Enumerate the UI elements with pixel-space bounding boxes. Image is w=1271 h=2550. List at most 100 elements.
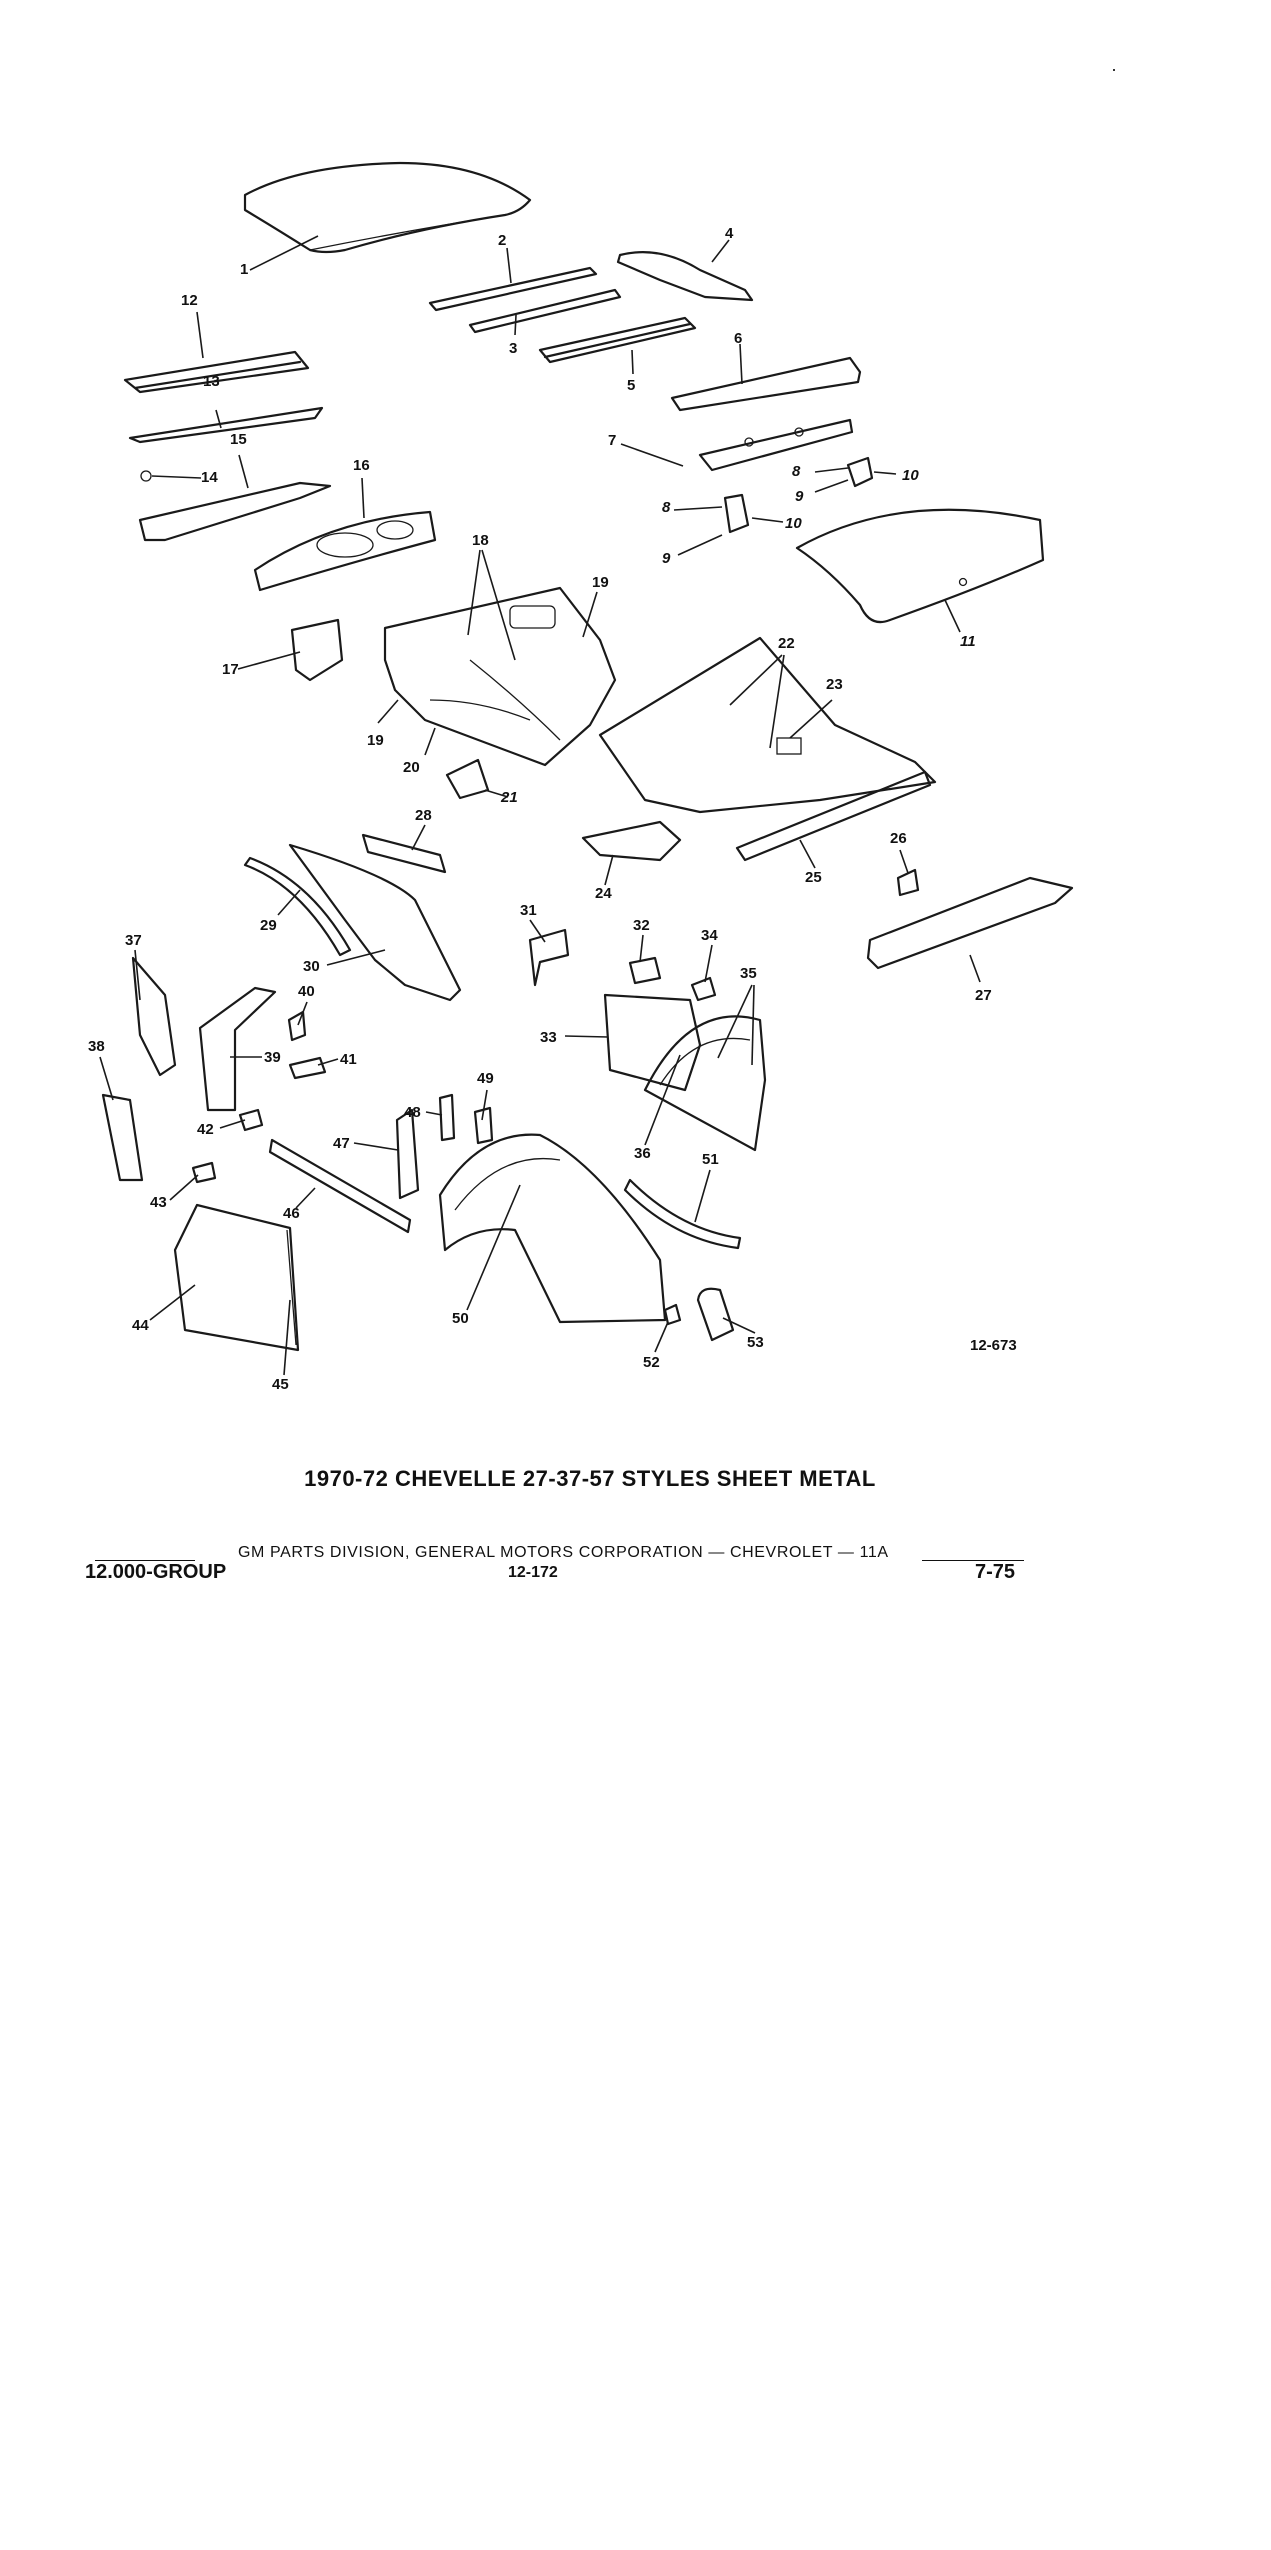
part-wheelhouse <box>643 1015 767 1152</box>
callout-33: 33 <box>540 1029 557 1046</box>
part-cowl-side <box>290 618 344 682</box>
figure-number: 12-673 <box>970 1337 1017 1354</box>
footer-rule-left <box>95 1560 195 1561</box>
page-title: 1970-72 CHEVELLE 27-37-57 STYLES SHEET M… <box>304 1466 876 1491</box>
part-front-floor-pan <box>383 586 617 767</box>
callout-10-upper: 10 <box>902 467 919 484</box>
callout-50: 50 <box>452 1310 469 1327</box>
callout-18: 18 <box>472 532 489 549</box>
callout-3: 3 <box>509 340 517 357</box>
footer-publisher: GM PARTS DIVISION, GENERAL MOTORS CORPOR… <box>238 1544 889 1561</box>
callout-9-upper: 9 <box>795 488 804 505</box>
part-roof-panel <box>243 161 532 254</box>
callout-7: 7 <box>608 432 616 449</box>
callout-39: 39 <box>264 1049 281 1066</box>
footer-rule-right <box>922 1560 1024 1561</box>
callout-48: 48 <box>404 1104 421 1121</box>
part-hinge-lower <box>723 493 750 534</box>
callout-19-right: 19 <box>592 574 609 591</box>
part-windshield-pillar <box>243 856 352 957</box>
callout-23: 23 <box>826 676 843 693</box>
callout-51: 51 <box>702 1151 719 1168</box>
callout-leaders <box>99 235 981 1376</box>
part-bracket-31 <box>528 928 570 987</box>
callout-27: 27 <box>975 987 992 1004</box>
part-bracket-26 <box>896 868 920 897</box>
callout-52: 52 <box>643 1354 660 1371</box>
callout-8-upper: 8 <box>792 463 801 480</box>
part-door-hinge-pillar <box>131 956 177 1077</box>
callout-44: 44 <box>132 1317 149 1334</box>
sheet-metal-exploded-diagram: 1 2 3 4 5 6 7 8 8 9 9 10 10 11 12 13 14 … <box>88 161 1074 1393</box>
callout-19-left: 19 <box>367 732 384 749</box>
part-windshield-reinforcement <box>128 406 324 444</box>
part-shroud-28 <box>361 833 447 874</box>
part-rear-end-panel <box>866 876 1074 970</box>
callout-15: 15 <box>230 431 247 448</box>
callout-labels: 1 2 3 4 5 6 7 8 8 9 9 10 10 11 12 13 14 … <box>88 225 992 1393</box>
part-clip-52 <box>663 1303 682 1326</box>
part-door-frame-38 <box>101 1093 144 1182</box>
part-bracket-41 <box>288 1056 327 1080</box>
part-rear-floor-pan <box>598 636 937 814</box>
callout-31: 31 <box>520 902 537 919</box>
callout-43: 43 <box>150 1194 167 1211</box>
callout-13: 13 <box>203 373 220 390</box>
part-hinge-upper <box>846 456 874 488</box>
part-sill-rear <box>735 770 932 862</box>
callout-20: 20 <box>403 759 420 776</box>
part-cross-member <box>581 820 682 862</box>
callout-29: 29 <box>260 917 277 934</box>
part-roof-bow <box>616 251 754 302</box>
callout-6: 6 <box>734 330 742 347</box>
part-rocker-panel <box>268 1138 412 1234</box>
callout-22: 22 <box>778 635 795 652</box>
part-pillar-filler-47 <box>395 1108 420 1200</box>
callout-45: 45 <box>272 1376 289 1393</box>
part-extension-53 <box>696 1287 735 1342</box>
part-lock-pillar <box>198 986 277 1112</box>
callout-24: 24 <box>595 885 612 902</box>
callout-35: 35 <box>740 965 757 982</box>
part-rear-header <box>538 316 697 364</box>
callout-14: 14 <box>201 469 218 486</box>
part-dash-panel <box>288 843 462 1002</box>
part-roof-rails <box>428 266 622 334</box>
part-bracket-32 <box>628 956 662 985</box>
callout-28: 28 <box>415 807 432 824</box>
callout-41: 41 <box>340 1051 357 1068</box>
footer-group: 12.000-GROUP <box>85 1561 227 1583</box>
scan-speck <box>1113 69 1115 71</box>
part-bracket-49 <box>473 1106 494 1145</box>
part-extension-51 <box>623 1178 742 1250</box>
footer-date: 7-75 <box>975 1561 1016 1583</box>
part-striker-40 <box>287 1010 307 1042</box>
callout-47: 47 <box>333 1135 350 1152</box>
callout-30: 30 <box>303 958 320 975</box>
part-deck-lid-panel <box>698 418 854 472</box>
part-bracket-21 <box>445 758 490 800</box>
callout-1: 1 <box>240 261 248 278</box>
callout-12: 12 <box>181 292 198 309</box>
part-bracket-42 <box>238 1108 264 1132</box>
callout-32: 32 <box>633 917 650 934</box>
wheelhouse-inner-lip <box>659 1037 751 1086</box>
callout-38: 38 <box>88 1038 105 1055</box>
callout-46: 46 <box>283 1205 300 1222</box>
callout-34: 34 <box>701 927 718 944</box>
callout-37: 37 <box>125 932 142 949</box>
callout-17: 17 <box>222 661 239 678</box>
part-deck-lid <box>795 508 1045 624</box>
part-quarter-outer-panel <box>438 1133 667 1324</box>
callout-53: 53 <box>747 1334 764 1351</box>
callout-2: 2 <box>498 232 506 249</box>
part-door-outer-panel <box>173 1203 300 1352</box>
part-bracket-48 <box>438 1093 456 1142</box>
part-cowl-panel <box>138 481 332 542</box>
callout-8-lower: 8 <box>662 499 671 516</box>
callout-36: 36 <box>634 1145 651 1162</box>
callout-4: 4 <box>725 225 734 242</box>
part-bracket-43 <box>191 1161 217 1184</box>
callout-42: 42 <box>197 1121 214 1138</box>
callout-49: 49 <box>477 1070 494 1087</box>
